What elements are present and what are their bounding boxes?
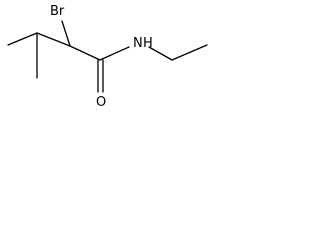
bond-ch-methyl-left: [7, 32, 38, 46]
atom-label-hydrogen: H: [143, 36, 153, 51]
bond-n-ch2: [148, 46, 173, 61]
bond-carbonyl-n: [99, 46, 130, 61]
atom-label-oxygen: O: [96, 95, 106, 110]
chemical-structure-diagram: Br N H O: [7, 4, 208, 110]
bond-c-br: [61, 20, 71, 47]
bond-cbr-carbonyl: [69, 45, 101, 61]
atom-label-bromine: Br: [50, 4, 65, 19]
bond-ch2-ch3: [171, 44, 208, 61]
bond-cbr-ch: [36, 32, 71, 47]
atom-label-nitrogen: N: [133, 36, 143, 51]
